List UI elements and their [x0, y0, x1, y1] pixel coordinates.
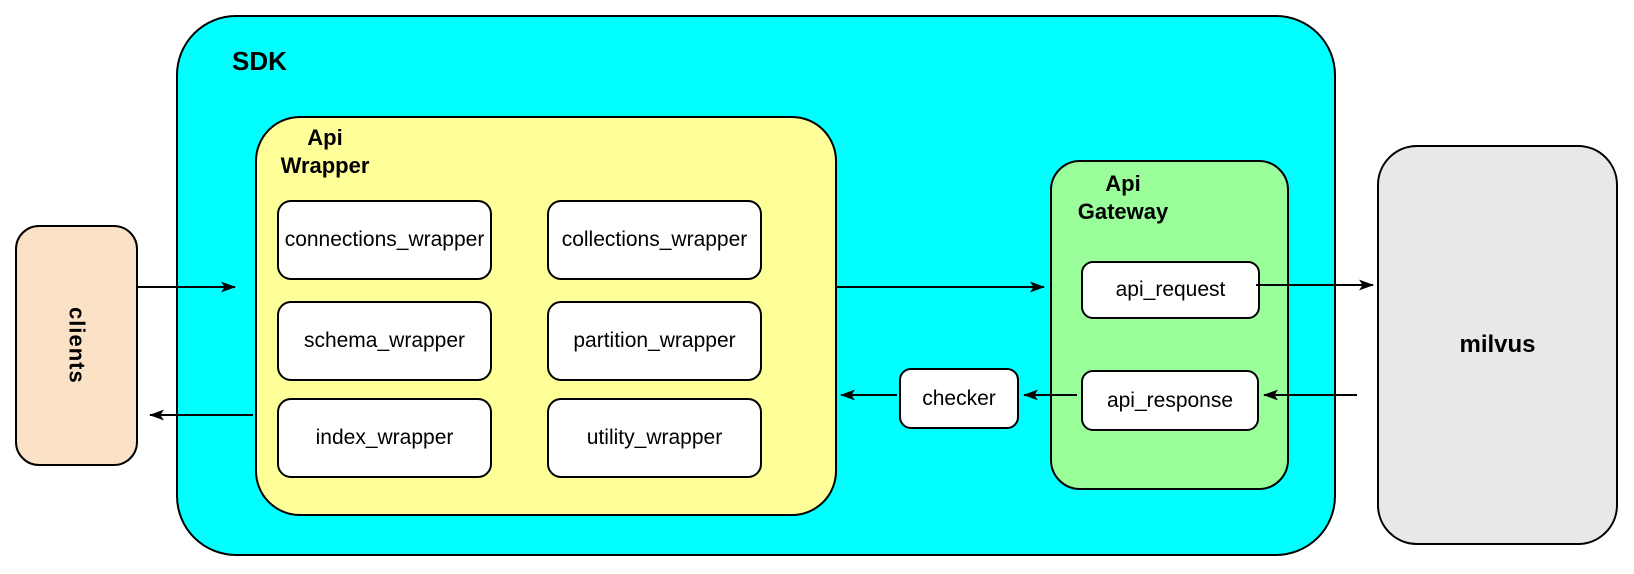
module-index-wrapper: index_wrapper	[277, 398, 492, 478]
sdk-label: SDK	[232, 46, 287, 76]
module-label: schema_wrapper	[303, 329, 466, 352]
api-wrapper-label: Api Wrapper	[280, 125, 370, 178]
module-utility-wrapper: utility_wrapper	[547, 398, 762, 478]
module-label: partition_wrapper	[573, 329, 736, 352]
api-gateway-label: Api Gateway	[1077, 171, 1169, 224]
api-wrapper-container: Api Wrapper connections_wrapper collecti…	[255, 116, 837, 516]
checker-node: checker	[899, 368, 1019, 429]
checker-label: checker	[922, 386, 996, 410]
milvus-node: milvus	[1377, 145, 1618, 545]
api-response-label: api_response	[1106, 388, 1234, 412]
module-label: utility_wrapper	[586, 426, 723, 449]
module-partition-wrapper: partition_wrapper	[547, 301, 762, 381]
api-request-node: api_request	[1081, 261, 1260, 319]
module-label: connections_wrapper	[284, 228, 485, 251]
module-label: index_wrapper	[315, 426, 454, 449]
api-gateway-container: Api Gateway api_request api_response	[1050, 160, 1289, 490]
module-label: collections_wrapper	[561, 228, 748, 251]
sdk-container: SDK Api Wrapper connections_wrapper coll…	[176, 15, 1336, 556]
milvus-label: milvus	[1459, 331, 1536, 358]
module-collections-wrapper: collections_wrapper	[547, 200, 762, 280]
api-response-node: api_response	[1081, 370, 1259, 431]
module-schema-wrapper: schema_wrapper	[277, 301, 492, 381]
api-request-label: api_request	[1115, 278, 1226, 301]
clients-node: clients	[15, 225, 138, 466]
module-connections-wrapper: connections_wrapper	[277, 200, 492, 280]
clients-label: clients	[64, 307, 90, 384]
